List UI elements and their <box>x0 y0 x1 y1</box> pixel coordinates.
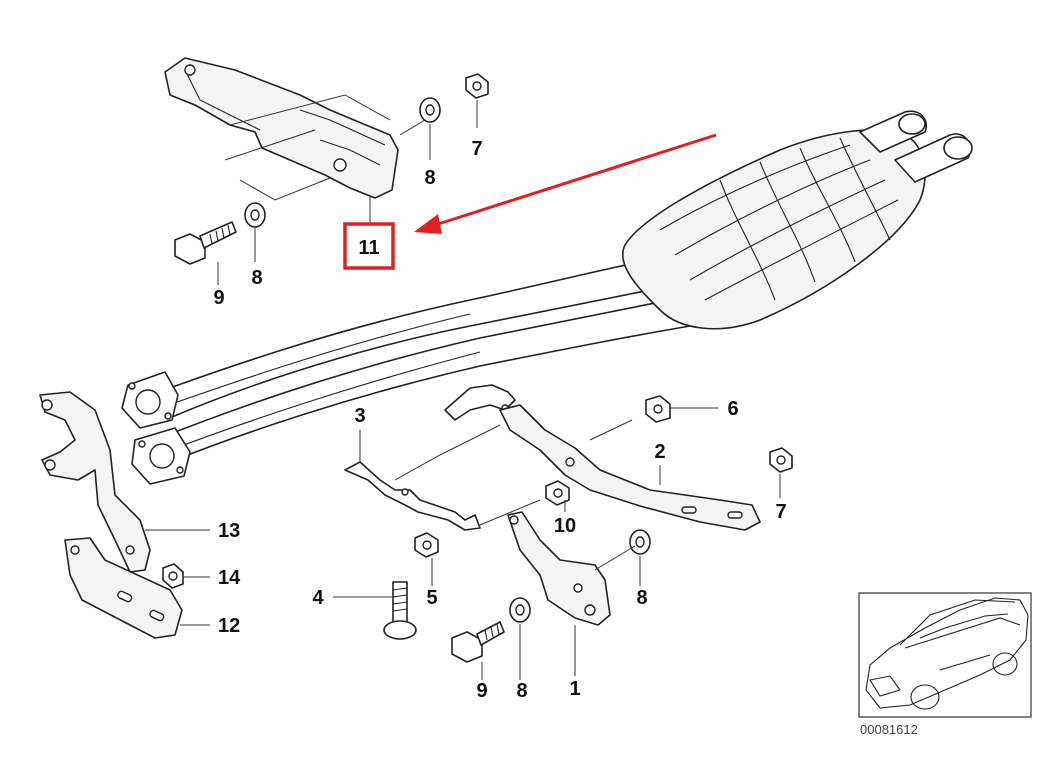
callout-13: 13 <box>218 520 240 542</box>
clamp-3 <box>344 461 481 531</box>
highlight-arrow <box>414 133 717 234</box>
callout-8-bottom: 8 <box>516 680 527 702</box>
bracket-2 <box>499 404 761 531</box>
callout-2: 2 <box>654 441 665 463</box>
nut-6 <box>645 395 671 423</box>
muffler <box>622 110 973 330</box>
callout-8-top-right: 8 <box>424 167 435 189</box>
catalog-number: 00081612 <box>860 722 918 737</box>
washer-top-left <box>244 202 266 228</box>
heat-shield-dashed-guides <box>224 94 426 201</box>
bolt-4 <box>383 581 417 640</box>
pipe-flanges <box>121 371 191 485</box>
washer-bottom <box>509 597 531 623</box>
callout-4: 4 <box>312 587 324 609</box>
bolt-10 <box>545 480 570 506</box>
exhaust-pipe <box>149 261 691 463</box>
callout-11-highlight-box <box>343 222 395 270</box>
callout-6: 6 <box>727 398 738 420</box>
callout-9-top: 9 <box>213 287 224 309</box>
callout-9-bottom: 9 <box>476 680 487 702</box>
callout-7-top: 7 <box>471 138 482 160</box>
callout-5: 5 <box>426 587 437 609</box>
heat-shield-bracket <box>164 57 399 199</box>
callout-14: 14 <box>218 567 241 589</box>
callout-10: 10 <box>554 515 576 537</box>
bracket-12 <box>64 537 183 639</box>
bracket-13 <box>39 391 151 573</box>
callout-1: 1 <box>569 678 580 700</box>
washer-top-right <box>419 97 441 123</box>
callout-11: 11 <box>358 237 379 259</box>
callout-12: 12 <box>218 615 240 637</box>
nut-top <box>465 73 489 99</box>
callout-8-mid-right: 8 <box>636 587 647 609</box>
nut-right <box>769 447 793 473</box>
nut-14 <box>162 563 184 589</box>
callout-8-top-left: 8 <box>251 267 262 289</box>
bolt-bottom <box>451 621 505 663</box>
leader-lines <box>145 100 781 680</box>
bolt-top <box>174 221 237 265</box>
bolt-5 <box>414 532 439 558</box>
callout-3: 3 <box>354 405 365 427</box>
bracket-1 <box>507 511 611 626</box>
vehicle-thumbnail <box>858 592 1032 718</box>
callout-7-right: 7 <box>775 501 786 523</box>
washer-mid-right <box>629 529 651 555</box>
